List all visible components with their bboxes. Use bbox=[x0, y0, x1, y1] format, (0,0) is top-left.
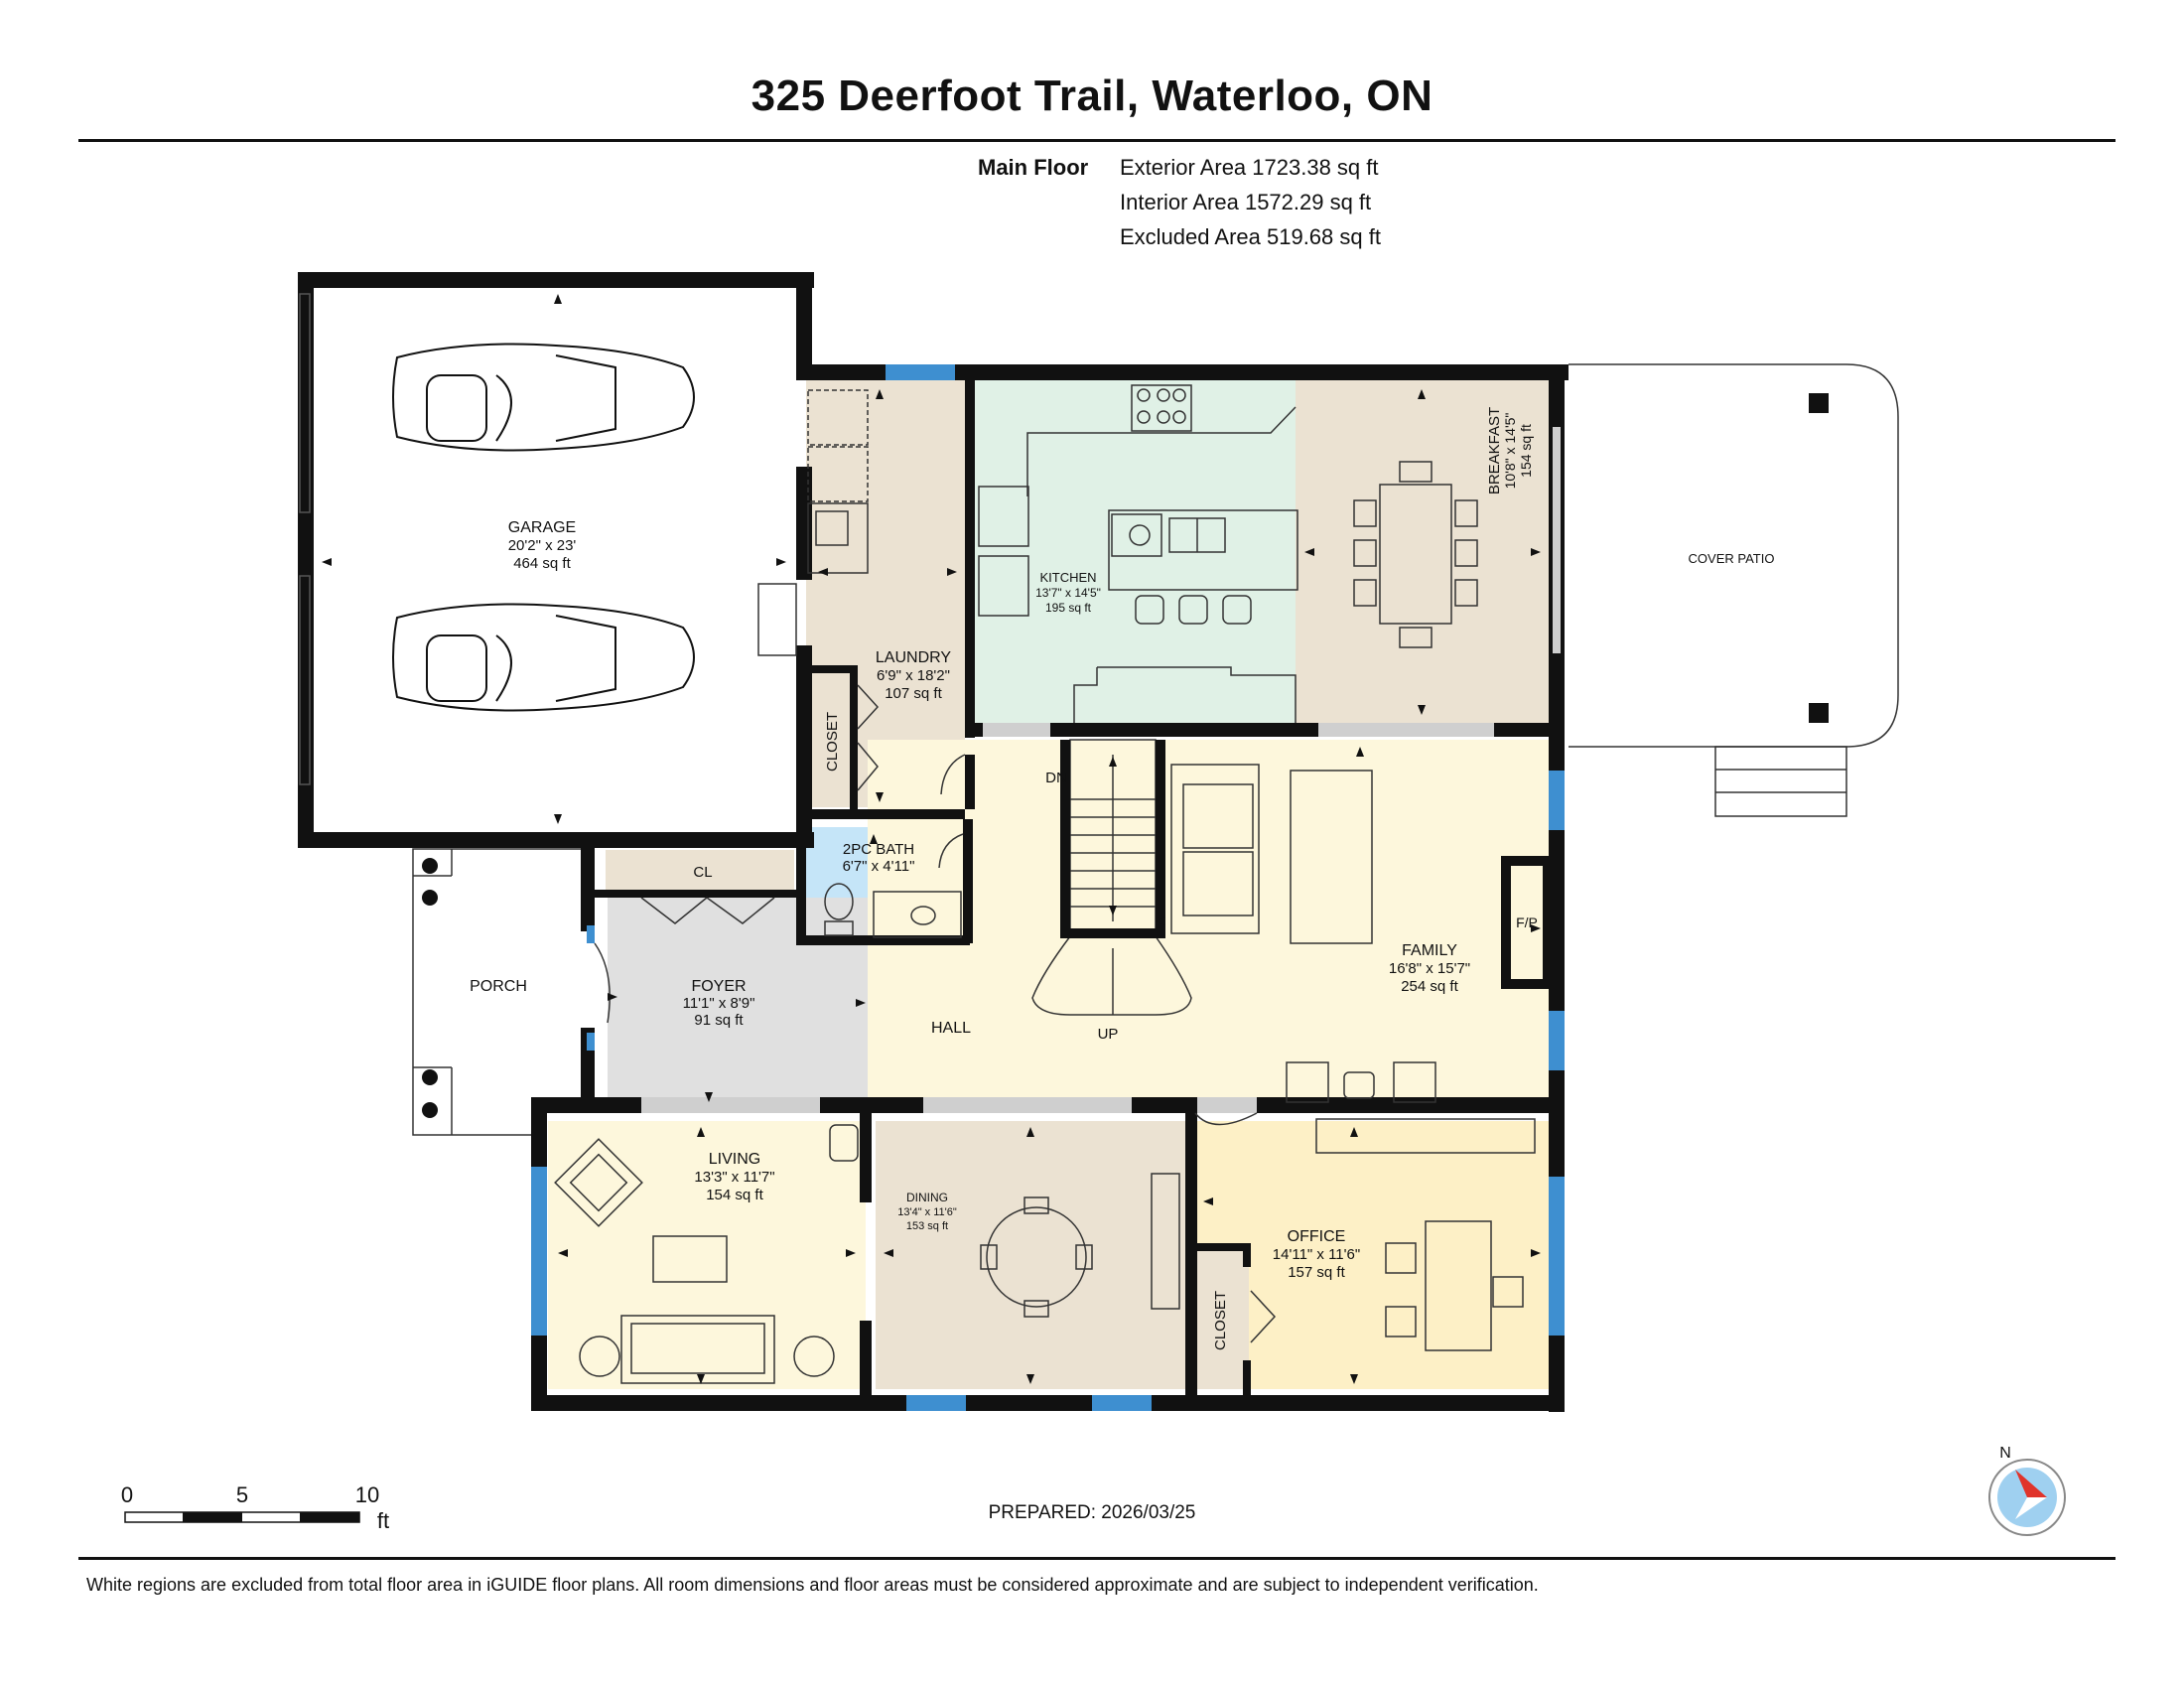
porch-name: PORCH bbox=[470, 978, 527, 995]
scale-tick-10: 10 bbox=[355, 1482, 379, 1507]
dining-fill bbox=[876, 1121, 1185, 1389]
hall-name: HALL bbox=[931, 1020, 971, 1037]
car-icon bbox=[392, 603, 695, 712]
living-dims: 13'3" x 11'7" bbox=[694, 1169, 774, 1186]
compass-label: N bbox=[1999, 1445, 2011, 1462]
cl-fill bbox=[606, 850, 794, 890]
breakfast-table bbox=[1353, 461, 1478, 648]
kitchen-dims: 13'7" x 14'5" bbox=[1035, 586, 1101, 600]
dining-area: 153 sq ft bbox=[906, 1220, 948, 1232]
scale-bar: 0 5 10 ft bbox=[121, 1482, 389, 1533]
bar-stools bbox=[1135, 595, 1252, 625]
laundry-area: 107 sq ft bbox=[885, 685, 942, 702]
cover-patio-name: COVER PATIO bbox=[1689, 551, 1775, 566]
bath-name: 2PC BATH bbox=[843, 841, 914, 858]
dining-name: DINING bbox=[906, 1191, 948, 1204]
cover-patio-outline bbox=[1569, 363, 1899, 748]
foyer-doors bbox=[594, 897, 1277, 1343]
garage-name: GARAGE bbox=[508, 519, 576, 536]
car-icon bbox=[392, 343, 695, 452]
dining-dims: 13'4" x 11'6" bbox=[897, 1206, 957, 1218]
living-name: LIVING bbox=[709, 1151, 760, 1168]
disclaimer: White regions are excluded from total fl… bbox=[86, 1575, 1539, 1595]
stair-wall bbox=[1060, 740, 1070, 938]
prepared-date: PREPARED: 2026/03/25 bbox=[988, 1502, 1196, 1523]
scale-tick-0: 0 bbox=[121, 1482, 133, 1507]
laundry-appliances bbox=[757, 389, 869, 656]
openings bbox=[641, 427, 1561, 1113]
breakfast-dims: 10'8" x 14'5" bbox=[1502, 413, 1518, 490]
foyer-area: 91 sq ft bbox=[694, 1012, 744, 1029]
stair-wall bbox=[1156, 740, 1165, 938]
laundry-name: LAUNDRY bbox=[876, 649, 952, 666]
windows bbox=[531, 364, 1565, 1411]
scale-unit: ft bbox=[377, 1508, 389, 1533]
stair-wall bbox=[1060, 928, 1165, 938]
breakfast-fill bbox=[1296, 380, 1549, 723]
foyer-dims: 11'1" x 8'9" bbox=[683, 995, 755, 1012]
laundry-fill bbox=[806, 380, 965, 807]
interior-area: Interior Area 1572.29 sq ft bbox=[1120, 190, 1372, 214]
living-fill bbox=[548, 1121, 866, 1389]
room-labels: GARAGE 20'2" x 23' 464 sq ft LAUNDRY 6'9… bbox=[470, 407, 1774, 1350]
family-furniture bbox=[1170, 764, 1436, 1103]
garage-windows bbox=[299, 293, 311, 785]
office-area: 157 sq ft bbox=[1288, 1264, 1345, 1281]
breakfast-name: BREAKFAST bbox=[1486, 407, 1503, 494]
porch-post bbox=[422, 858, 438, 874]
laundry-dims: 6'9" x 18'2" bbox=[877, 667, 950, 684]
office-dims: 14'11" x 11'6" bbox=[1273, 1246, 1360, 1263]
kitchen-counters bbox=[978, 384, 1298, 723]
foyer-name: FOYER bbox=[691, 978, 746, 995]
porch-post bbox=[422, 1102, 438, 1118]
footer-divider bbox=[78, 1557, 2116, 1560]
office-closet-name: CLOSET bbox=[1212, 1291, 1229, 1350]
garage-area: 464 sq ft bbox=[513, 555, 571, 572]
porch-outline bbox=[412, 848, 586, 1136]
fireplace-inner bbox=[1511, 866, 1543, 979]
office-name: OFFICE bbox=[1288, 1228, 1346, 1245]
porch-post bbox=[422, 1069, 438, 1085]
fireplace-label: F/P bbox=[1516, 914, 1538, 930]
scale-tick-5: 5 bbox=[236, 1482, 248, 1507]
page-title: 325 Deerfoot Trail, Waterloo, ON bbox=[751, 71, 1433, 120]
floor-label: Main Floor bbox=[978, 155, 1089, 180]
office-fill bbox=[1195, 1121, 1549, 1389]
living-furniture bbox=[554, 1124, 859, 1384]
stairs-dn-label: DN bbox=[1045, 770, 1067, 786]
breakfast-area: 154 sq ft bbox=[1518, 424, 1534, 478]
family-area: 254 sq ft bbox=[1401, 978, 1458, 995]
header-divider bbox=[78, 139, 2116, 142]
garage-dims: 20'2" x 23' bbox=[508, 537, 577, 554]
room-arrows bbox=[322, 294, 1541, 1384]
kitchen-name: KITCHEN bbox=[1039, 570, 1096, 585]
kitchen-island-fixtures bbox=[1111, 513, 1226, 557]
patio-steps bbox=[1714, 746, 1847, 817]
cooktop-icon bbox=[1137, 388, 1186, 424]
excluded-area: Excluded Area 519.68 sq ft bbox=[1120, 224, 1381, 249]
compass-icon: N bbox=[1988, 1445, 2066, 1536]
porch-post bbox=[422, 890, 438, 906]
dining-table bbox=[980, 1173, 1180, 1318]
exterior-area: Exterior Area 1723.38 sq ft bbox=[1120, 155, 1379, 180]
family-dims: 16'8" x 15'7" bbox=[1389, 960, 1470, 977]
kitchen-fill bbox=[975, 380, 1296, 723]
cl-name: CL bbox=[693, 864, 712, 881]
laundry-closet-doors bbox=[857, 684, 966, 795]
bath-fixtures bbox=[824, 833, 964, 938]
patio-post bbox=[1809, 393, 1829, 413]
patio-post bbox=[1809, 703, 1829, 723]
office-furniture bbox=[1315, 1118, 1536, 1351]
living-area: 154 sq ft bbox=[706, 1187, 763, 1203]
kitchen-area: 195 sq ft bbox=[1045, 601, 1092, 615]
family-name: FAMILY bbox=[1402, 942, 1457, 959]
bath-dims: 6'7" x 4'11" bbox=[843, 858, 915, 875]
hall-fill bbox=[868, 740, 1549, 1112]
office-closet-fill bbox=[1195, 1246, 1249, 1389]
laundry-closet-name: CLOSET bbox=[824, 712, 841, 772]
stairs-up-label: UP bbox=[1098, 1026, 1119, 1043]
